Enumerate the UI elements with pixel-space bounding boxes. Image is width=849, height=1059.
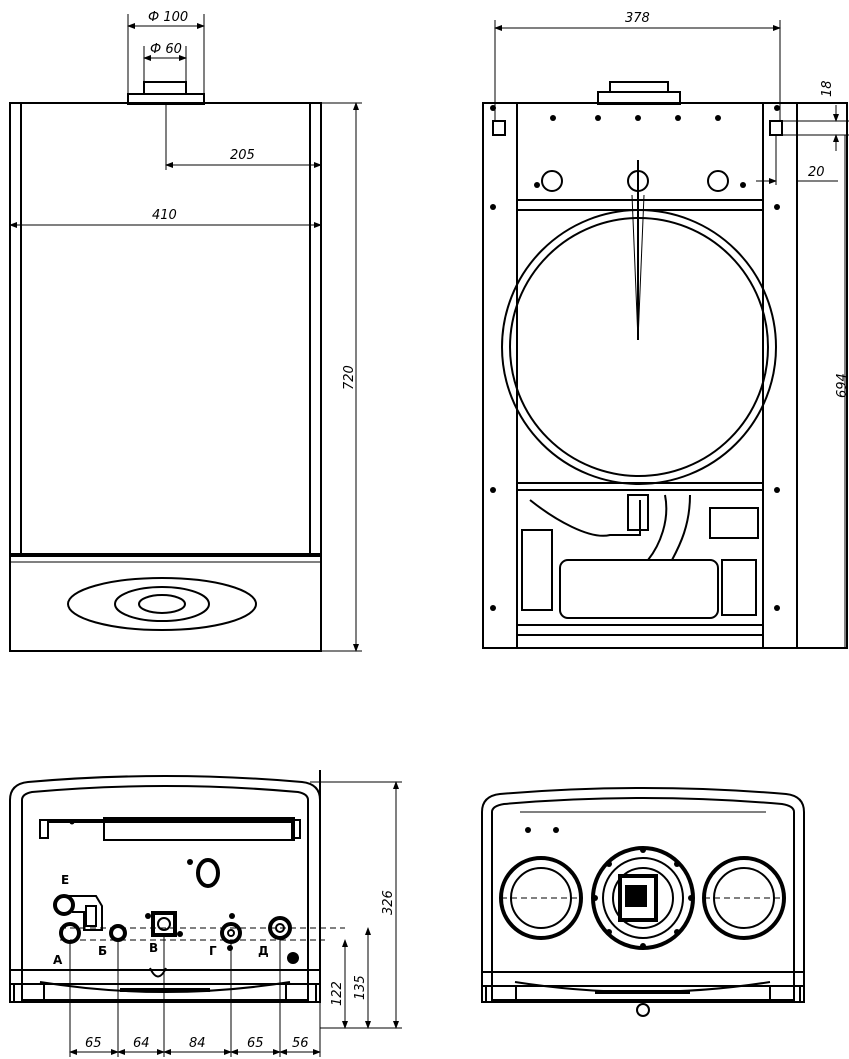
fan-motor bbox=[618, 874, 658, 922]
dim-inner-flue: Ф 60 bbox=[150, 42, 182, 57]
dim-top-offset: 18 bbox=[820, 80, 835, 97]
front-logo bbox=[67, 577, 257, 631]
dim-spacing-4: 65 bbox=[247, 1036, 264, 1051]
connection-e bbox=[53, 894, 75, 916]
label-a: А bbox=[53, 953, 63, 967]
top-view bbox=[481, 787, 805, 1017]
dim-outer-flue: Ф 100 bbox=[148, 10, 188, 25]
label-v: В bbox=[149, 941, 158, 955]
dim-spacing-2: 64 bbox=[133, 1036, 150, 1051]
dim-depth: 326 bbox=[381, 890, 396, 915]
label-g: Г bbox=[209, 944, 217, 958]
dim-mount-height: 694 bbox=[835, 373, 849, 398]
dim-h2: 135 bbox=[353, 975, 368, 1000]
front-view: Ф 100 Ф 60 205 410 720 bbox=[9, 10, 362, 652]
connection-g bbox=[220, 922, 242, 944]
top-body bbox=[481, 787, 805, 1003]
dim-h1: 122 bbox=[330, 981, 345, 1006]
connection-v bbox=[151, 911, 177, 937]
oval-opening bbox=[196, 858, 220, 888]
mount-slot-right bbox=[769, 120, 783, 136]
rear-view: 378 18 20 694 bbox=[482, 11, 849, 649]
label-d: Д bbox=[258, 944, 269, 958]
right-rail bbox=[762, 102, 798, 649]
label-b: Б bbox=[98, 944, 107, 958]
bottom-body bbox=[9, 770, 321, 1003]
dim-spacing-5: 56 bbox=[292, 1036, 309, 1051]
dim-spacing-3: 84 bbox=[189, 1036, 206, 1051]
mount-slot-left bbox=[492, 120, 506, 136]
dim-mount-width: 378 bbox=[625, 11, 650, 26]
connection-a bbox=[59, 922, 81, 944]
bottom-view: Е А Б В Г Д 326 135 122 65 64 84 65 56 bbox=[9, 770, 402, 1057]
heat-exchanger-plate bbox=[559, 559, 719, 619]
label-e: Е bbox=[61, 873, 69, 887]
dim-flue-offset: 205 bbox=[230, 148, 255, 163]
dim-height: 720 bbox=[342, 365, 357, 390]
boiler-body bbox=[9, 102, 322, 652]
dim-width: 410 bbox=[152, 208, 177, 223]
left-rail bbox=[482, 102, 518, 649]
flue-inner-pipe bbox=[143, 81, 187, 95]
dim-spacing-1: 65 bbox=[85, 1036, 102, 1051]
dim-side-offset: 20 bbox=[808, 165, 825, 180]
